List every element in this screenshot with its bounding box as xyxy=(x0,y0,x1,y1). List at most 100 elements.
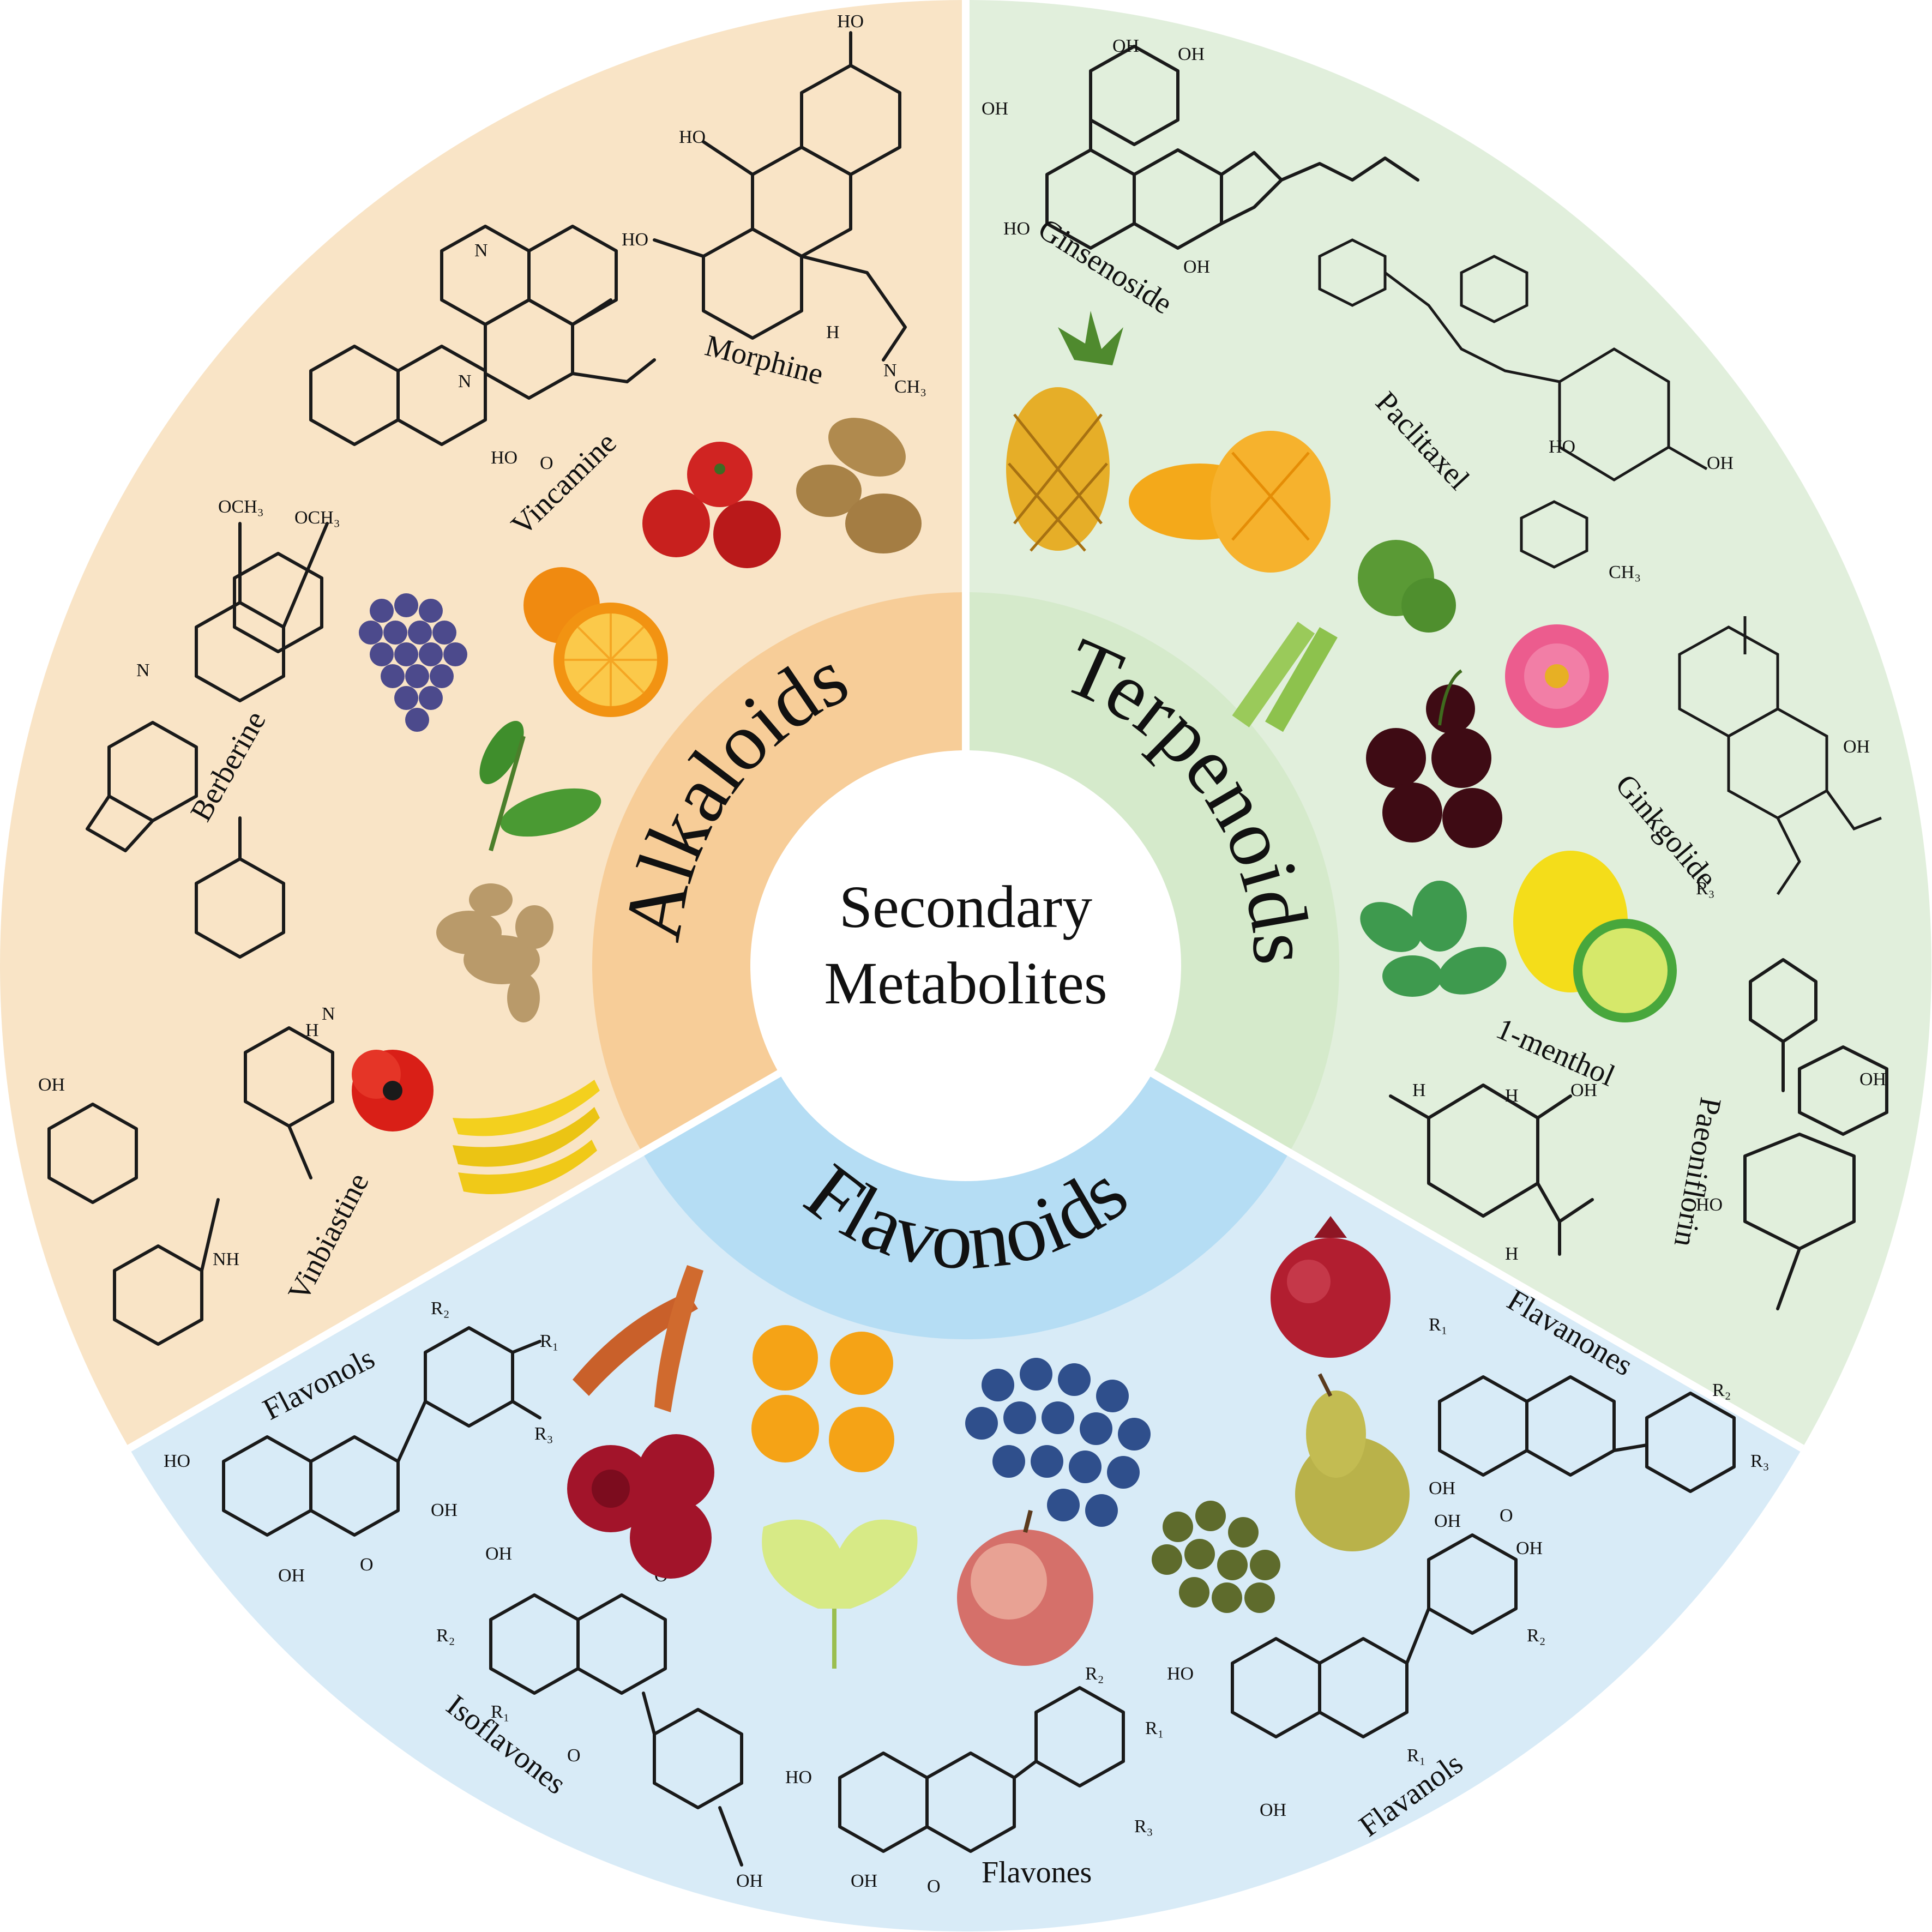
lemon-icon xyxy=(1513,851,1677,1022)
svg-text:R₁: R₁ xyxy=(1145,1718,1164,1738)
apple-icon xyxy=(957,1510,1093,1666)
svg-text:HO: HO xyxy=(164,1451,190,1471)
center-title-line1: Secondary xyxy=(839,874,1092,940)
svg-text:H: H xyxy=(826,322,840,342)
svg-text:HO: HO xyxy=(679,127,706,147)
svg-text:HO: HO xyxy=(1003,219,1030,239)
mango-icon xyxy=(1129,431,1331,573)
menthol-structure: OH H H H xyxy=(1389,1080,1597,1264)
svg-text:OH: OH xyxy=(1516,1538,1543,1558)
tangerine-icon xyxy=(751,1325,894,1472)
svg-text:N: N xyxy=(322,1004,335,1024)
pear-icon xyxy=(1295,1373,1410,1551)
svg-text:OH: OH xyxy=(1260,1800,1286,1820)
terpenoids-foods xyxy=(1006,311,1677,1022)
terpenoids-structures: HO OH OH OH OH HO OH CH₃ OH R₃ xyxy=(982,36,1888,1310)
svg-text:OH: OH xyxy=(1859,1069,1886,1090)
svg-text:OH: OH xyxy=(736,1871,763,1891)
flavonols-structure: HO OH OH O R₂ R₁ R₃ xyxy=(164,1298,559,1586)
svg-text:H: H xyxy=(1505,1086,1519,1106)
ginkgo-leaf-icon xyxy=(762,1519,918,1669)
svg-text:R₂: R₂ xyxy=(1527,1626,1546,1646)
svg-text:OH: OH xyxy=(485,1544,512,1564)
flavonoids-foods xyxy=(567,1216,1410,1669)
svg-text:R₃: R₃ xyxy=(534,1424,553,1444)
svg-text:O: O xyxy=(927,1876,941,1897)
orange-icon xyxy=(523,567,668,717)
svg-text:HO: HO xyxy=(1696,1195,1723,1215)
svg-text:OH: OH xyxy=(1178,44,1205,64)
flavanols-structure: HO OH R₁ OH OH R₂ xyxy=(1167,1511,1546,1820)
svg-text:R₁: R₁ xyxy=(491,1702,510,1722)
svg-text:CH₃: CH₃ xyxy=(1609,562,1641,582)
svg-text:R₁: R₁ xyxy=(540,1331,559,1351)
svg-text:N: N xyxy=(136,660,150,681)
flavonoids-structures: HO OH OH O R₂ R₁ R₃ OH R₂ R₁ O O OH HO xyxy=(164,1298,1770,1897)
vincamine-structure: N N HO O xyxy=(309,225,656,473)
svg-text:R₁: R₁ xyxy=(1407,1746,1426,1766)
svg-text:OH: OH xyxy=(982,99,1008,119)
svg-text:OCH₃: OCH₃ xyxy=(218,497,264,517)
cherry-icon xyxy=(1366,669,1502,848)
svg-text:HO: HO xyxy=(837,11,864,32)
zinnia-icon xyxy=(1505,624,1609,728)
pomegranate-icon xyxy=(1271,1216,1391,1358)
flavanones-structure: R₁ OH O R₂ R₃ xyxy=(1429,1315,1770,1526)
svg-text:OH: OH xyxy=(1183,257,1210,277)
svg-text:HO: HO xyxy=(1549,437,1575,457)
vinbiastine-structure: OH H N NH xyxy=(38,816,335,1346)
flavones-structure: HO OH O R₂ R₁ R₃ xyxy=(785,1664,1164,1897)
svg-text:OH: OH xyxy=(278,1566,305,1586)
svg-text:O: O xyxy=(1500,1506,1513,1526)
svg-text:HO: HO xyxy=(622,230,648,250)
rose-icon xyxy=(567,1434,714,1579)
svg-text:N: N xyxy=(458,371,472,392)
svg-text:OH: OH xyxy=(851,1871,877,1891)
svg-text:OH: OH xyxy=(431,1500,458,1520)
svg-text:OH: OH xyxy=(1112,36,1139,56)
svg-text:R₂: R₂ xyxy=(1085,1664,1104,1684)
svg-text:O: O xyxy=(567,1746,581,1766)
poppy-icon xyxy=(352,1050,434,1131)
svg-text:R₃: R₃ xyxy=(1750,1451,1770,1471)
ginsenoside-structure: HO OH OH OH OH xyxy=(982,36,1419,277)
svg-text:OH: OH xyxy=(38,1075,65,1095)
mint-icon xyxy=(1360,881,1507,997)
blueberry-icon xyxy=(965,1358,1151,1527)
svg-text:O: O xyxy=(540,453,553,473)
svg-text:HO: HO xyxy=(491,448,517,468)
banana-icon xyxy=(453,1080,600,1194)
center-title-line2: Metabolites xyxy=(824,950,1107,1016)
svg-text:N: N xyxy=(474,240,488,261)
pineapple-icon xyxy=(1006,311,1123,552)
flavones-label: Flavones xyxy=(982,1856,1092,1889)
svg-text:HO: HO xyxy=(1167,1664,1194,1684)
svg-text:R₂: R₂ xyxy=(1712,1380,1731,1400)
svg-text:O: O xyxy=(360,1555,374,1575)
paclitaxel-structure: HO OH CH₃ xyxy=(1318,238,1734,582)
svg-text:CH₃: CH₃ xyxy=(894,377,926,397)
svg-text:OCH₃: OCH₃ xyxy=(294,508,340,528)
berberine-structure: OCH₃ OCH₃ N xyxy=(86,497,340,852)
tea-pellets-icon xyxy=(1152,1501,1280,1613)
carrot-icon xyxy=(573,1265,703,1412)
ginkgolide-structure: OH R₃ xyxy=(1678,616,1882,899)
grape-icon xyxy=(359,593,467,732)
svg-text:H: H xyxy=(1412,1080,1426,1100)
svg-text:OH: OH xyxy=(1707,453,1734,473)
svg-text:R₃: R₃ xyxy=(1696,878,1715,899)
celery-icon xyxy=(1232,540,1456,732)
svg-text:HO: HO xyxy=(785,1767,812,1787)
svg-text:R₂: R₂ xyxy=(431,1298,450,1319)
svg-text:N: N xyxy=(883,360,897,381)
svg-text:R₁: R₁ xyxy=(1429,1315,1448,1335)
paeoniflorin-structure: HO OH xyxy=(1696,958,1888,1310)
svg-text:OH: OH xyxy=(1429,1478,1455,1498)
isoflavones-structure: OH R₂ R₁ O O OH xyxy=(436,1544,763,1891)
center-circle xyxy=(750,750,1181,1181)
potato-icon xyxy=(796,418,922,553)
svg-text:R₃: R₃ xyxy=(1134,1816,1153,1837)
svg-text:H: H xyxy=(305,1020,319,1040)
svg-text:NH: NH xyxy=(213,1249,239,1269)
